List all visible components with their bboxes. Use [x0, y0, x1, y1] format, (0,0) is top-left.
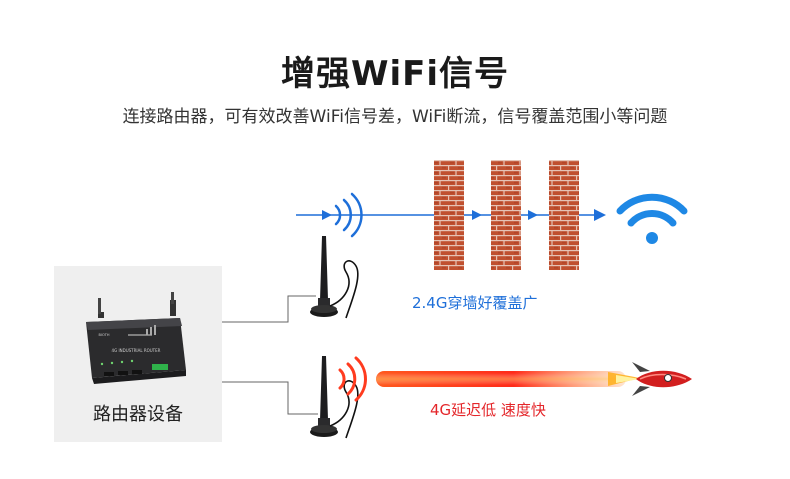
- signal-waves-icon: [338, 356, 367, 402]
- wall-icon: [549, 160, 579, 270]
- page-title: 增强WiFi信号: [280, 54, 510, 94]
- wall-icon: [491, 160, 521, 270]
- page-subtitle: 连接路由器，可有效改善WiFi信号差，WiFi断流，信号覆盖范围小等问题: [122, 107, 668, 127]
- antenna-icon: [310, 236, 359, 319]
- router-icon: 4G INDUSTRIAL ROUTER BIOTH: [86, 292, 186, 384]
- router-brand-text: BIOTH: [99, 333, 110, 337]
- router-to-antenna-2-line: [222, 381, 318, 415]
- rocket-icon: [632, 362, 692, 396]
- router-to-antenna-1-line: [222, 295, 316, 323]
- wall-icon: [434, 160, 464, 270]
- signal-waves-icon: [334, 192, 363, 238]
- wifi-icon: [616, 193, 688, 244]
- router-panel-text: 4G INDUSTRIAL ROUTER: [112, 348, 161, 353]
- wifi-path-label: 2.4G穿墙好覆盖广: [412, 294, 538, 312]
- lte-path-label: 4G延迟低 速度快: [430, 401, 546, 419]
- antenna-icon: [310, 356, 359, 439]
- router-device-label: 路由器设备: [93, 404, 183, 425]
